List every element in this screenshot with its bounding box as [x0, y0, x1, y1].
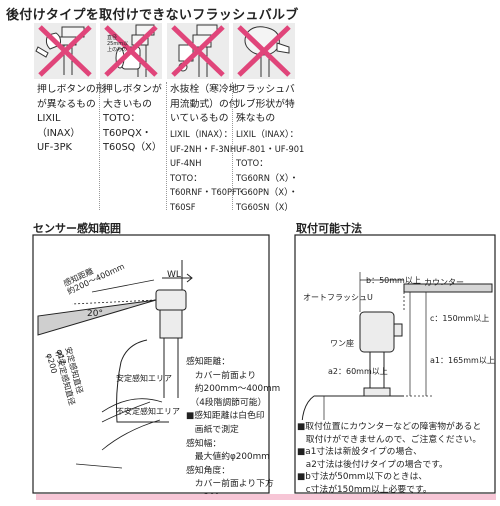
text-line: UF-2NH・F-3NH・ [170, 143, 246, 155]
text-line: a2寸法は後付けタイプの場合です。 [297, 459, 448, 470]
text-line: TG60RN（X）・ [236, 172, 299, 184]
text-line: TOTO： [236, 158, 269, 169]
text-line: TOTO： [103, 113, 141, 125]
text-line: カバー前面より [186, 370, 257, 381]
a2-dimension-label: a2：60mm以上 [328, 367, 388, 376]
sensor-diagram [32, 234, 270, 494]
dimensions-diagram [294, 234, 496, 494]
push-button-valve-icon [35, 25, 92, 77]
c-dimension-label: c：150mm以上 [430, 314, 490, 323]
text-line: UF-4NH [170, 158, 202, 169]
stable-area-label: 安定感知エリア [116, 374, 172, 383]
text-line: ■感知距離は白色印 [186, 411, 265, 422]
text-line: 画紙で測定 [186, 424, 239, 435]
column-divider [232, 82, 233, 210]
large-button-valve-icon [104, 24, 158, 77]
angle-label: 20° [87, 309, 103, 319]
text-line: 押しボタンが [103, 84, 162, 95]
text-line: ルブ形状が特 [236, 98, 295, 110]
sensor-notes: 感知距離： カバー前面より 約200mm〜400mm （4段階調節可能） ■感知距… [186, 356, 280, 506]
dimensions-notes: ■取付位置にカウンターなどの障害物があると 取付けができませんので、ご注意くださ… [297, 421, 481, 497]
text-line: 約200mm〜400mm [186, 384, 281, 395]
text-line: 用流動式）の付 [170, 98, 239, 110]
card-3-text: 水抜栓（寒冷地用流動式）の付いているもの [170, 83, 239, 127]
dimensions-heading: 取付可能寸法 [296, 222, 362, 235]
text-line: ■b寸法が50mm以下のときは、 [297, 472, 428, 483]
card-3-models: LIXIL（INAX）： UF-2NH・F-3NH・ UF-4NH TOTO： T60R… [170, 128, 246, 215]
text-line: T60RNF・T60PF・ [170, 187, 246, 198]
text-line: TOTO： [170, 172, 203, 184]
card-3-image [167, 23, 229, 79]
page-title: 後付けタイプを取付けできないフラッシュバルブ [6, 8, 299, 23]
text-line: 水抜栓（寒冷地 [170, 84, 239, 95]
text-line: 押しボタンの形 [37, 84, 106, 95]
text-line: フラッシュバ [236, 84, 295, 95]
size-note: 直径25mm以上のもの [107, 35, 129, 53]
special-lever-valve-icon [237, 25, 291, 77]
bottom-accent-band [36, 494, 496, 500]
text-line: 感知幅： [186, 438, 222, 449]
card-1-text: 押しボタンの形が異なるもの LIXIL （INAX） UF-3PK [37, 83, 106, 156]
text-line: LIXIL（INAX）： [170, 129, 233, 140]
text-line: が異なるもの [37, 98, 96, 110]
text-line: 殊なもの [236, 113, 276, 125]
card-4-image [233, 23, 295, 79]
card-4-text: フラッシュバルブ形状が特殊なもの [236, 83, 295, 127]
text-line: TG60SN（X） [236, 201, 294, 213]
valve-label: オートフラッシュU [303, 293, 373, 302]
text-line: LIXIL（INAX）： [236, 129, 299, 140]
unstable-area-label: 不安定感知エリア [116, 407, 180, 416]
text-line: （4段階調節可能） [186, 397, 267, 408]
card-2-text: 押しボタンが大きいもの TOTO： T60PQX・ T60SQ（X） [103, 83, 162, 156]
text-line: 感知距離： [186, 357, 230, 367]
b-dimension-label: b：50mm以上 [366, 276, 421, 285]
sensor-heading: センサー感知範囲 [33, 222, 121, 235]
text-line: LIXIL [37, 113, 61, 125]
text-line: ■取付位置にカウンターなどの障害物があると [297, 422, 482, 432]
text-line: ■a1寸法は新設タイプの場合、 [297, 447, 422, 458]
water-line-label: WL [167, 270, 181, 280]
text-line: 最大値約φ200mm [186, 452, 270, 463]
text-line: （INAX） [37, 127, 81, 139]
column-divider [99, 82, 100, 210]
text-line: 感知角度： [186, 465, 230, 476]
card-2-image: 直径25mm以上のもの [100, 23, 162, 79]
text-line: T60PQX・ [103, 127, 152, 139]
text-line: TG60PN（X）・ [236, 187, 298, 198]
wan-label: ワン座 [330, 339, 354, 348]
text-line: いているもの [170, 113, 229, 125]
text-line: T60SF [170, 201, 196, 213]
text-line: 大きいもの [103, 98, 152, 110]
counter-label: カウンター [424, 278, 464, 287]
text-line: T60SQ（X） [103, 142, 162, 154]
a1-dimension-label: a1：165mm以上 [430, 356, 495, 365]
card-1-image [34, 23, 96, 79]
stop-valve-icon [171, 24, 225, 77]
text-line: UF-3PK [37, 142, 72, 154]
text-line: c寸法が150mm以上必要です。 [297, 484, 432, 495]
text-line: 取付けができませんので、ご注意ください。 [297, 434, 482, 445]
text-line: UF-801・UF-901 [236, 143, 305, 155]
column-divider [166, 82, 167, 210]
text-line: カバー前面より下方 [186, 479, 274, 490]
